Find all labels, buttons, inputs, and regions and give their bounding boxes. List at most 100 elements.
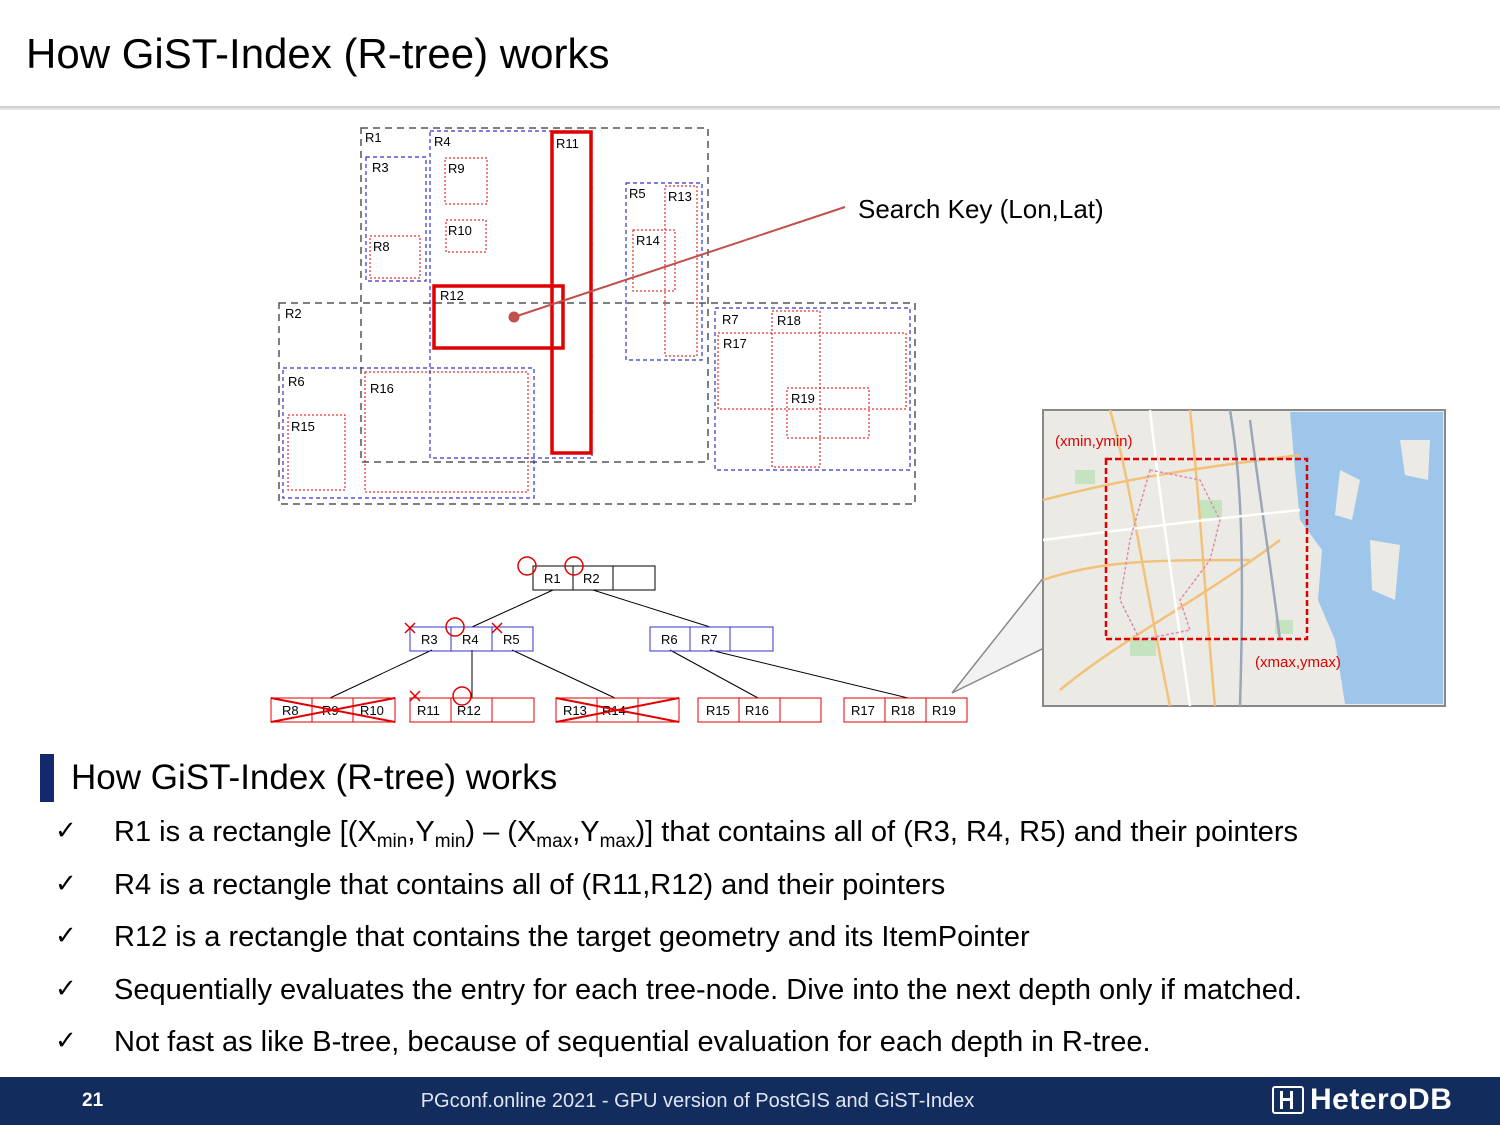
rect-r10 [445, 219, 487, 253]
check-icon: ✓ [55, 973, 77, 1004]
search-key-point [508, 311, 520, 323]
map-max-label: (xmax,ymax) [1255, 654, 1341, 671]
bullet-1-sub-ymax: max [599, 831, 636, 852]
tree-entry-r2: R2 [583, 571, 600, 586]
tree-leaf-r4: R11 R12 [409, 697, 535, 723]
tree-entry-r5: R5 [503, 632, 520, 647]
tree-edges [329, 589, 909, 699]
match-circle-r4 [445, 617, 465, 637]
title-divider [0, 106, 1500, 110]
rect-r18 [771, 310, 821, 468]
bullet-1-sep3: ,Y [572, 816, 600, 848]
tree-entry-r19: R19 [932, 703, 956, 718]
tree-entry-r17: R17 [851, 703, 875, 718]
bullet-1-sep1: ,Y [407, 816, 435, 848]
tree-node-r2-children: R6 R7 [649, 626, 774, 652]
rect-label-r11: R11 [556, 136, 579, 151]
rect-label-r8: R8 [373, 239, 390, 254]
rect-label-r10: R10 [448, 223, 472, 238]
rect-label-r15: R15 [291, 419, 315, 434]
rect-label-r7: R7 [722, 312, 739, 327]
rect-r19 [786, 387, 870, 439]
heterodb-logo-text: HeteroDB [1310, 1083, 1453, 1116]
bullet-item: ✓ Not fast as like B-tree, because of se… [55, 1022, 1475, 1075]
map-min-label: (xmin,ymin) [1055, 433, 1133, 450]
footer-bar: 21 PGconf.online 2021 - GPU version of P… [0, 1077, 1500, 1125]
leaf-r3-cross-b [270, 697, 396, 723]
bullet-text-2: R4 is a rectangle that contains all of (… [114, 868, 946, 901]
bullet-1-suffix: )] that contains all of (R3, R4, R5) and… [635, 816, 1298, 848]
match-markers [445, 556, 584, 706]
bullet-1-sub-ymin: min [434, 831, 466, 852]
search-key-label: Search Key (Lon,Lat) [858, 194, 1104, 224]
rect-diagram: R1 R4 R11 R3 R9 R5 R13 R10 R14 R8 R12 R2… [278, 127, 1104, 505]
rtree-diagram: R1 R4 R11 R3 R9 R5 R13 R10 R14 R8 R12 R2… [270, 127, 1446, 723]
map-district-boundary [1119, 469, 1221, 641]
map-callout: (xmin,ymin) (xmax,ymax) [951, 409, 1446, 707]
check-icon: ✓ [55, 868, 77, 899]
rect-r2 [278, 302, 916, 505]
tree-node-r1-children: R3 R4 R5 [409, 626, 534, 652]
tree-leaf-r6: R15 R16 [697, 697, 822, 723]
tree-leaf-r3: R8 R9 R10 [270, 697, 396, 723]
tree-entry-r16: R16 [745, 703, 769, 718]
tree-leaf-r7: R17 R18 R19 [843, 697, 968, 723]
rect-label-r19: R19 [791, 391, 815, 406]
bullet-text-5: Not fast as like B-tree, because of sequ… [114, 1026, 1151, 1058]
map-roads [1042, 409, 1301, 707]
bullet-item: ✓ R1 is a rectangle [(Xmin,Ymin) – (Xmax… [55, 812, 1475, 865]
bullet-1-sub-xmin: min [376, 831, 408, 852]
tree-entry-r11: R11 [417, 703, 440, 718]
check-icon: ✓ [55, 1026, 77, 1056]
tree-entry-r4: R4 [462, 632, 479, 647]
check-icon: ✓ [55, 816, 77, 846]
tree-leaf-r5: R13 R14 [555, 697, 680, 723]
rect-label-r6: R6 [288, 374, 305, 389]
reject-markers [404, 622, 503, 702]
bullet-item: ✓ R4 is a rectangle that contains all of… [55, 865, 1475, 918]
reject-cross-r3 [404, 622, 416, 634]
bullet-text-3: R12 is a rectangle that contains the tar… [114, 921, 1030, 953]
map-water [1290, 412, 1443, 704]
rect-r3 [365, 156, 427, 282]
bullet-item: ✓ R12 is a rectangle that contains the t… [55, 917, 1475, 970]
tree-entry-r7: R7 [701, 632, 718, 647]
reject-cross-r11 [409, 690, 421, 702]
tree-entry-r3: R3 [421, 632, 438, 647]
tree-node-root: R1 R2 [532, 565, 656, 591]
tree-entry-r18: R18 [891, 703, 915, 718]
rect-r8 [369, 235, 421, 279]
callout-wedge [951, 574, 1045, 694]
search-key-pointer [513, 206, 846, 318]
rect-label-r13: R13 [668, 189, 692, 204]
rect-label-r3: R3 [372, 160, 389, 175]
bullet-text-4: Sequentially evaluates the entry for eac… [114, 973, 1303, 1006]
rect-label-r16: R16 [370, 381, 394, 396]
heterodb-logo: HeteroDB [1272, 1083, 1452, 1117]
rect-r14 [632, 229, 676, 292]
rect-label-r18: R18 [777, 313, 801, 328]
tree-entry-r8: R8 [282, 703, 299, 718]
heterodb-logo-icon [1272, 1086, 1304, 1114]
map-query-box [1104, 457, 1309, 641]
rect-label-r4: R4 [434, 134, 451, 149]
bullet-1-prefix: R1 is a rectangle [(X [114, 816, 377, 848]
match-circle-r1 [517, 556, 537, 576]
page-number: 21 [82, 1090, 104, 1111]
rect-label-r2: R2 [285, 306, 302, 321]
rect-r13 [664, 185, 698, 357]
footer-caption: PGconf.online 2021 - GPU version of Post… [420, 1090, 975, 1112]
tree-entry-r1: R1 [544, 571, 561, 586]
bullet-text-1: R1 is a rectangle [(Xmin,Ymin) – (Xmax,Y… [114, 816, 1298, 852]
bullet-item: ✓ Sequentially evaluates the entry for e… [55, 970, 1475, 1023]
bullet-1-sub-xmax: max [536, 831, 573, 852]
rect-r16 [364, 371, 529, 493]
match-circle-r12 [452, 686, 472, 706]
reject-cross-r5 [491, 622, 503, 634]
match-circle-r2 [564, 556, 584, 576]
rect-label-r1: R1 [365, 130, 382, 145]
rect-label-r12: R12 [440, 288, 464, 303]
tree-diagram: R1 R2 R3 R4 R5 R6 R7 R8 R9 R10 [270, 556, 968, 723]
rect-r5 [625, 182, 703, 361]
rect-r6 [282, 367, 535, 499]
